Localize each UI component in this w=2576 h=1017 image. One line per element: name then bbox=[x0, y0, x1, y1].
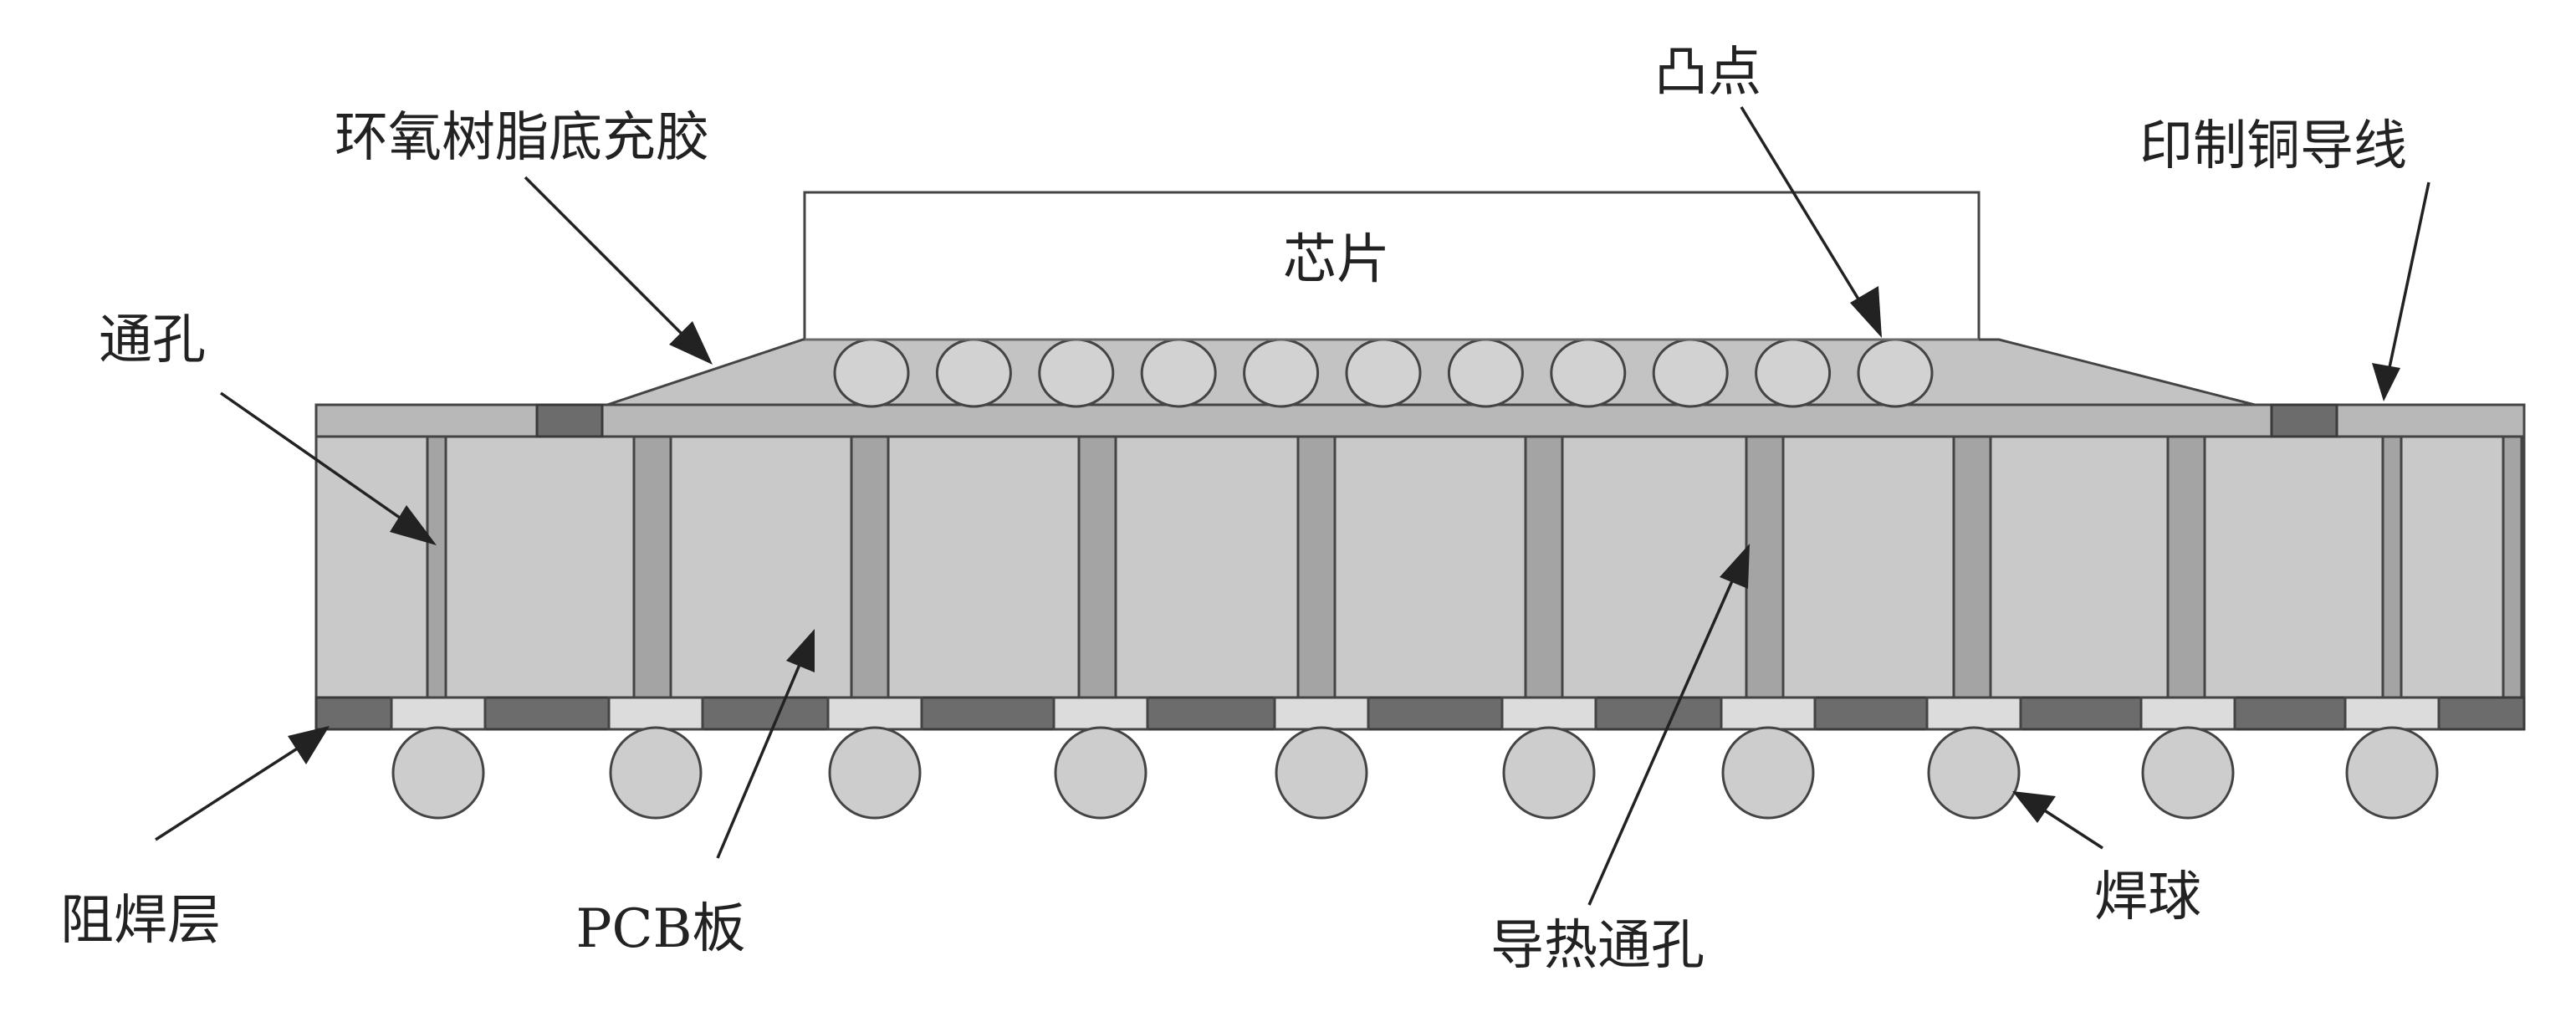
copper-trace-pad bbox=[2270, 403, 2338, 438]
label-via: 通孔 bbox=[99, 309, 206, 371]
solder-ball bbox=[1054, 726, 1147, 820]
via bbox=[2166, 435, 2206, 699]
via bbox=[632, 435, 672, 699]
solder-ball bbox=[391, 726, 485, 820]
label-underfill: 环氧树脂底充胶 bbox=[335, 107, 709, 169]
solder-ball bbox=[2345, 726, 2439, 820]
leader-underfill bbox=[524, 176, 701, 353]
bump bbox=[1140, 338, 1217, 408]
bump bbox=[1652, 338, 1729, 408]
bump bbox=[1345, 338, 1422, 408]
bump bbox=[1038, 338, 1115, 408]
leader-pcb-board bbox=[716, 660, 803, 859]
leader-thermal-via bbox=[1587, 575, 1736, 906]
label-copper-trace: 印制铜导线 bbox=[2139, 115, 2407, 177]
leader-copper-trace bbox=[2387, 181, 2430, 372]
arrowhead-solder-mask bbox=[288, 726, 330, 764]
via bbox=[1952, 435, 1992, 699]
label-bump: 凸点 bbox=[1654, 42, 1761, 104]
via bbox=[426, 435, 447, 699]
label-thermal-via: 导热通孔 bbox=[1490, 915, 1705, 977]
bottom-pad bbox=[390, 696, 487, 731]
top-pad-left bbox=[535, 403, 604, 438]
solder-ball-group bbox=[391, 726, 2439, 820]
leader-lines bbox=[155, 106, 2430, 906]
bump bbox=[1755, 338, 1832, 408]
via bbox=[2502, 435, 2523, 699]
leader-solder-mask bbox=[155, 744, 302, 841]
via bbox=[850, 435, 890, 699]
leader-via bbox=[219, 391, 410, 525]
via bbox=[1296, 435, 1337, 699]
bottom-pad bbox=[2343, 696, 2441, 731]
arrowhead-thermal-via bbox=[1720, 544, 1750, 589]
bump bbox=[1857, 338, 1934, 408]
via bbox=[1745, 435, 1785, 699]
bump bbox=[935, 338, 1012, 408]
chip-die bbox=[803, 191, 1981, 341]
bump bbox=[1447, 338, 1524, 408]
pcb-board-body bbox=[314, 435, 2526, 699]
arrowhead-bump bbox=[1850, 286, 1882, 338]
top-copper-layer bbox=[314, 403, 2526, 438]
label-pcb-board: PCB板 bbox=[575, 898, 745, 960]
solder-ball bbox=[828, 726, 922, 820]
solder-ball bbox=[1721, 726, 1815, 820]
bottom-pad bbox=[1273, 696, 1370, 731]
label-solder-mask: 阻焊层 bbox=[60, 890, 221, 952]
bottom-pad bbox=[1925, 696, 2022, 731]
solder-ball bbox=[1502, 726, 1596, 820]
bottom-pad bbox=[1500, 696, 1597, 731]
bottom-pad bbox=[2139, 696, 2236, 731]
solder-ball bbox=[609, 726, 703, 820]
arrowhead-underfill bbox=[669, 321, 713, 365]
via bbox=[1077, 435, 1117, 699]
label-chip: 芯片 bbox=[1283, 229, 1390, 291]
solder-ball bbox=[1275, 726, 1368, 820]
leader-bump bbox=[1740, 106, 1868, 314]
arrowhead-copper-trace bbox=[2372, 363, 2400, 401]
leader-solder-ball bbox=[2040, 806, 2103, 850]
via bbox=[2381, 435, 2403, 699]
label-solder-ball: 焊球 bbox=[2094, 866, 2201, 928]
arrowhead-solder-ball bbox=[2012, 791, 2056, 823]
bump bbox=[1550, 338, 1627, 408]
arrowhead-pcb-board bbox=[786, 629, 815, 672]
arrowhead-via bbox=[390, 505, 437, 545]
via-group bbox=[426, 435, 2523, 699]
via bbox=[1524, 435, 1564, 699]
bottom-pad bbox=[1720, 696, 1817, 731]
solder-ball bbox=[1927, 726, 2021, 820]
solder-ball bbox=[2141, 726, 2235, 820]
bottom-pad bbox=[607, 696, 704, 731]
bottom-pad bbox=[826, 696, 923, 731]
bottom-pad bbox=[1052, 696, 1149, 731]
bump bbox=[1243, 338, 1320, 408]
bump-group bbox=[833, 338, 1934, 408]
bump bbox=[833, 338, 910, 408]
